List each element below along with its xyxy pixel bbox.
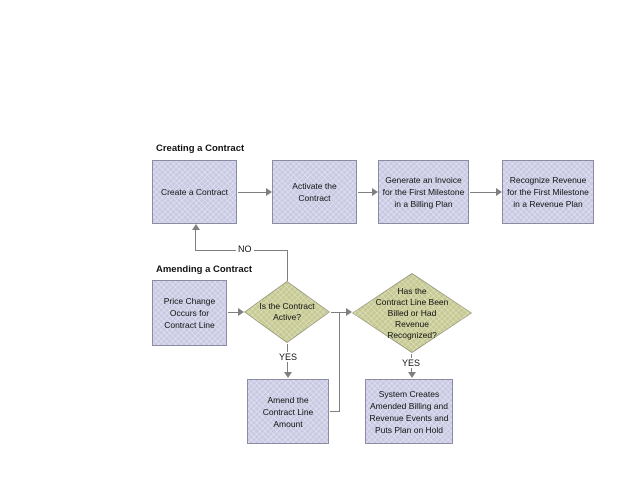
process-label: Recognize Revenue for the First Mileston…: [507, 175, 589, 209]
process-label: Amend the Contract Line Amount: [262, 394, 314, 429]
arrowhead-right-icon: [266, 188, 272, 196]
process-label: Generate an Invoice for the First Milest…: [382, 175, 465, 209]
connector-into-diamond2: [331, 312, 346, 313]
decision-label: Is the Contract Active?: [259, 301, 315, 322]
connector-price-to-decision: [228, 312, 238, 313]
process-label: Price Change Occurs for Contract Line: [163, 296, 216, 330]
process-box-amend-line: Amend the Contract Line Amount: [247, 379, 329, 444]
connector-label-yes-active: YES: [277, 352, 300, 362]
connector-no-vertical-to-create: [195, 230, 196, 251]
process-box-system-creates: System Creates Amended Billing and Reven…: [365, 379, 453, 444]
process-label: Activate the Contract: [292, 181, 337, 203]
arrowhead-right-icon: [346, 308, 352, 316]
arrowhead-down-icon: [408, 372, 416, 378]
process-label: System Creates Amended Billing and Reven…: [369, 388, 449, 435]
connector-amend-elbow-vertical: [339, 312, 340, 412]
process-label: Create a Contract: [160, 187, 229, 197]
process-box-price-change: Price Change Occurs for Contract Line: [152, 280, 227, 346]
arrowhead-right-icon: [238, 308, 244, 316]
decision-diamond-is-contract-active: Is the Contract Active?: [244, 281, 330, 343]
connector-invoice-to-revenue: [470, 192, 496, 193]
section-heading-amending-a-contract: Amending a Contract: [156, 264, 253, 275]
process-box-activate-contract: Activate the Contract: [272, 160, 357, 224]
process-box-recognize-revenue: Recognize Revenue for the First Mileston…: [502, 160, 594, 224]
arrowhead-right-icon: [496, 188, 502, 196]
decision-diamond-billed-or-recognized: Has the Contract Line Been Billed or Had…: [352, 273, 472, 353]
connector-activate-to-invoice: [358, 192, 372, 193]
connector-create-to-activate: [238, 192, 266, 193]
arrowhead-down-icon: [284, 372, 292, 378]
connector-no-vertical-from-diamond: [287, 251, 288, 281]
process-box-generate-invoice: Generate an Invoice for the First Milest…: [378, 160, 469, 224]
process-box-create-contract: Create a Contract: [152, 160, 237, 224]
connector-label-yes-billed: YES: [400, 358, 423, 368]
connector-amend-elbow-horizontal: [330, 411, 340, 412]
decision-label: Has the Contract Line Been Billed or Had…: [375, 285, 449, 340]
section-heading-creating-a-contract: Creating a Contract: [156, 143, 245, 154]
connector-label-no: NO: [236, 244, 254, 254]
arrowhead-up-icon: [192, 224, 200, 230]
arrowhead-right-icon: [372, 188, 378, 196]
